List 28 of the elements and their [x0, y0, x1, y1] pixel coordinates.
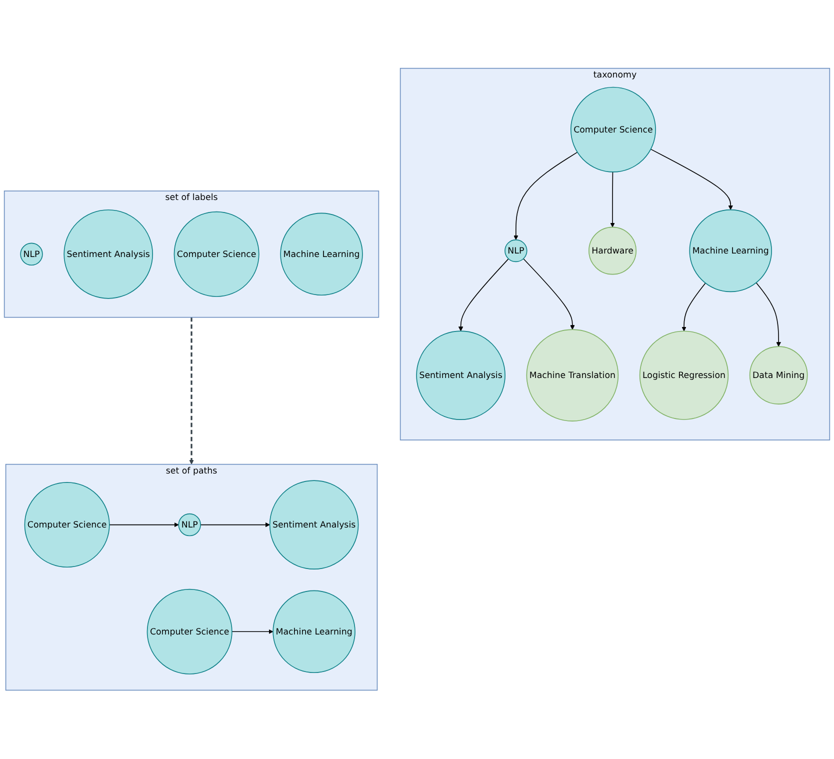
node-circle: Computer Science — [570, 87, 656, 173]
node-circle: NLP — [504, 240, 528, 262]
node-circle: Logistic Regression — [639, 330, 729, 420]
node-circle: Machine Learning — [689, 210, 772, 292]
node-circle: Sentiment Analysis — [269, 480, 359, 570]
arrow — [610, 172, 615, 228]
arrow — [682, 282, 706, 332]
node-circle: NLP — [178, 514, 201, 536]
node-circle: Computer Science — [174, 212, 260, 298]
node-circle: Machine Learning — [280, 213, 363, 296]
node-circle: Computer Science — [146, 589, 232, 675]
arrow — [189, 318, 194, 465]
arrow — [109, 522, 179, 528]
node-circle: Sentiment Analysis — [416, 330, 506, 420]
arrow — [200, 522, 270, 528]
node-circle: Data Mining — [749, 346, 808, 405]
node-circle: Machine Translation — [526, 329, 619, 422]
node-circle: Hardware — [588, 227, 636, 275]
arrow — [232, 630, 274, 634]
arrow — [756, 282, 781, 347]
arrow — [523, 258, 575, 330]
node-circle: NLP — [20, 243, 43, 266]
node-circle: Machine Learning — [272, 590, 356, 674]
arrow — [458, 258, 509, 332]
node-circle: Computer Science — [24, 482, 110, 568]
arrow — [514, 152, 578, 240]
node-circle: Sentiment Analysis — [64, 210, 153, 300]
arrow — [650, 149, 733, 210]
